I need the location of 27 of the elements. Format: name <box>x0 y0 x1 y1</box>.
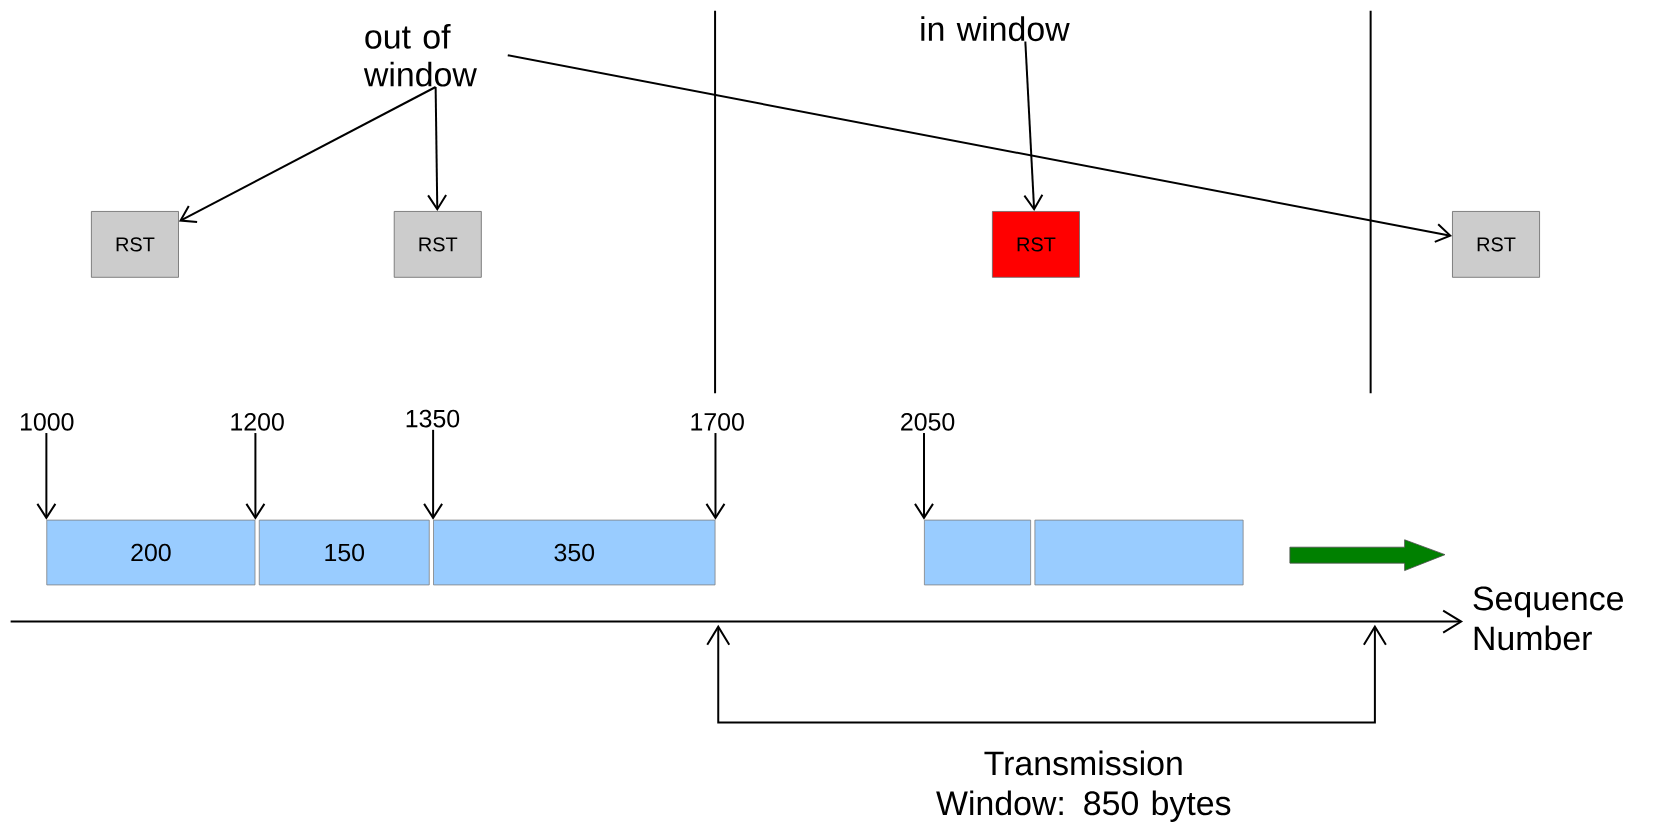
data-segment-box: 200 <box>46 519 256 586</box>
rst-segment-box: RST <box>992 211 1080 278</box>
axis-label: Sequence Number <box>1473 586 1623 651</box>
arrow <box>506 54 1453 243</box>
arrow <box>245 432 266 520</box>
annotation-text: out of window <box>363 23 477 87</box>
sequence-number-label: 2050 <box>901 413 955 431</box>
arrow <box>36 432 57 520</box>
rst-segment-box: RST <box>393 211 482 278</box>
arrow <box>914 432 934 520</box>
sequence-number-label: 1000 <box>20 413 74 431</box>
arrow <box>427 86 448 212</box>
data-segment-box <box>1034 519 1244 586</box>
data-segment-box <box>924 519 1032 586</box>
sequence-number-label: 1700 <box>691 413 744 431</box>
data-segment-box: 350 <box>433 519 716 586</box>
data-segment-box: 150 <box>258 519 430 586</box>
arrow <box>1023 40 1044 212</box>
sequence-number-label: 1200 <box>231 413 284 431</box>
rst-segment-box: RST <box>91 211 179 278</box>
arrow <box>705 432 726 520</box>
annotation-text: in window <box>921 16 1070 42</box>
rst-segment-box: RST <box>1452 211 1540 278</box>
sequence-number-label: 1350 <box>406 409 460 428</box>
arrow <box>178 86 437 224</box>
window-size-label: Transmission Window: 850 bytes <box>936 750 1231 822</box>
arrow <box>423 428 444 520</box>
